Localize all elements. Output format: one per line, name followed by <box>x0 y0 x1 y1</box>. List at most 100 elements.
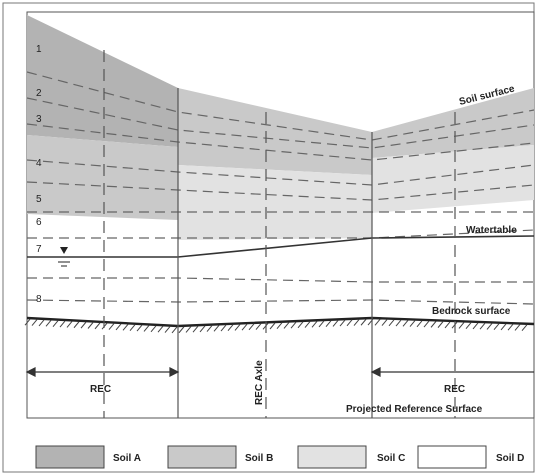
hatch-mark <box>283 322 290 329</box>
rec-label-left: REC <box>90 384 111 395</box>
legend-label: Soil B <box>245 453 273 464</box>
layer-boundary <box>26 71 535 141</box>
legend-swatch-soil-d <box>417 445 487 469</box>
soil-b-region-right <box>372 88 534 158</box>
legend-label: Soil D <box>496 453 524 464</box>
hatch-mark <box>381 319 388 326</box>
hatch-mark <box>374 318 381 326</box>
hatch-mark <box>297 321 304 329</box>
hatch-mark <box>325 320 332 328</box>
hatch-mark <box>458 322 465 329</box>
hatch-mark <box>24 318 31 326</box>
layer-number: 1 <box>36 44 42 55</box>
hatch-mark <box>248 323 255 331</box>
bedrock-surface-line <box>26 316 535 328</box>
layer-boundary <box>26 159 535 186</box>
hatch-mark <box>178 326 185 334</box>
hatch-mark <box>227 324 234 332</box>
hatch-mark <box>500 323 507 331</box>
rec-axes <box>103 50 456 418</box>
hatch-mark <box>360 318 367 326</box>
layer-number: 7 <box>36 244 42 255</box>
soil-b-region <box>27 135 178 220</box>
hatch-mark <box>129 324 136 332</box>
hatch-mark <box>430 321 437 328</box>
rec-axle-label: REC Axle <box>254 360 265 405</box>
hatch-mark <box>115 323 122 331</box>
hatch-mark <box>311 320 318 328</box>
hatch-mark <box>185 326 192 333</box>
hatch-mark <box>318 320 325 328</box>
layer-number: 4 <box>36 158 42 169</box>
hatch-mark <box>332 320 339 327</box>
rec-label-right: REC <box>444 384 465 395</box>
hatch-mark <box>437 321 444 328</box>
layer-number: 6 <box>36 217 42 228</box>
hatch-mark <box>87 322 94 329</box>
hatch-mark <box>164 326 171 333</box>
layer-boundary <box>26 181 535 201</box>
hatch-mark <box>52 320 59 327</box>
bedrock-surface-label: Bedrock surface <box>432 306 511 317</box>
watertable-label: Watertable <box>466 225 517 236</box>
hatch-mark <box>304 321 311 328</box>
legend-label: Soil A <box>113 453 141 464</box>
hatch-mark <box>255 323 262 330</box>
hatch-mark <box>108 323 115 330</box>
hatch-mark <box>199 325 206 333</box>
hatch-mark <box>213 324 220 332</box>
bedrock-hatching <box>24 318 528 334</box>
legend-swatch-soil-b <box>167 445 237 469</box>
rec-arrow-right <box>370 367 534 377</box>
hatch-mark <box>150 325 157 333</box>
hatch-mark <box>31 319 38 326</box>
hatch-mark <box>346 319 353 327</box>
hatch-mark <box>472 322 479 330</box>
layer-boundary <box>26 123 535 161</box>
hatch-mark <box>269 322 276 330</box>
hatch-mark <box>423 320 430 328</box>
hatch-mark <box>276 322 283 330</box>
hatch-mark <box>192 325 199 333</box>
projected-surface-label: Projected Reference Surface <box>346 404 483 415</box>
hatch-mark <box>353 319 360 326</box>
rec-arrow-left <box>25 367 180 377</box>
legend-swatch-soil-a <box>35 445 105 469</box>
hatch-mark <box>416 320 423 328</box>
legend: Soil A Soil B Soil C Soil D <box>35 445 524 469</box>
layer-boundary <box>27 277 534 283</box>
hatch-mark <box>66 321 73 328</box>
hatch-mark <box>395 319 402 327</box>
layer-boundaries <box>26 71 535 305</box>
hatch-mark <box>122 324 129 331</box>
hatch-mark <box>388 319 395 327</box>
legend-swatch-soil-c <box>297 445 367 469</box>
hatch-mark <box>94 322 101 330</box>
watertable-line <box>27 235 535 258</box>
hatch-mark <box>339 319 346 327</box>
hatch-mark <box>80 321 87 329</box>
layer-number: 5 <box>36 194 42 205</box>
hatch-mark <box>465 322 472 329</box>
hatch-mark <box>402 320 409 327</box>
layer-number: 8 <box>36 294 42 305</box>
hatch-mark <box>143 325 150 332</box>
soil-a-region <box>27 15 178 147</box>
layer-number: 3 <box>36 114 42 125</box>
hatch-mark <box>206 325 213 332</box>
watertable-symbol <box>58 247 70 267</box>
soil-b-region-center <box>178 88 372 175</box>
hatch-mark <box>73 321 80 329</box>
hatch-mark <box>493 323 500 331</box>
hatch-mark <box>38 319 45 327</box>
hatch-mark <box>171 326 178 334</box>
hatch-mark <box>486 323 493 330</box>
hatch-mark <box>234 324 241 331</box>
soil-c-region-center <box>178 165 372 240</box>
hatch-mark <box>59 320 66 328</box>
hatch-mark <box>157 325 164 333</box>
hatch-mark <box>220 324 227 332</box>
hatch-mark <box>290 321 297 329</box>
